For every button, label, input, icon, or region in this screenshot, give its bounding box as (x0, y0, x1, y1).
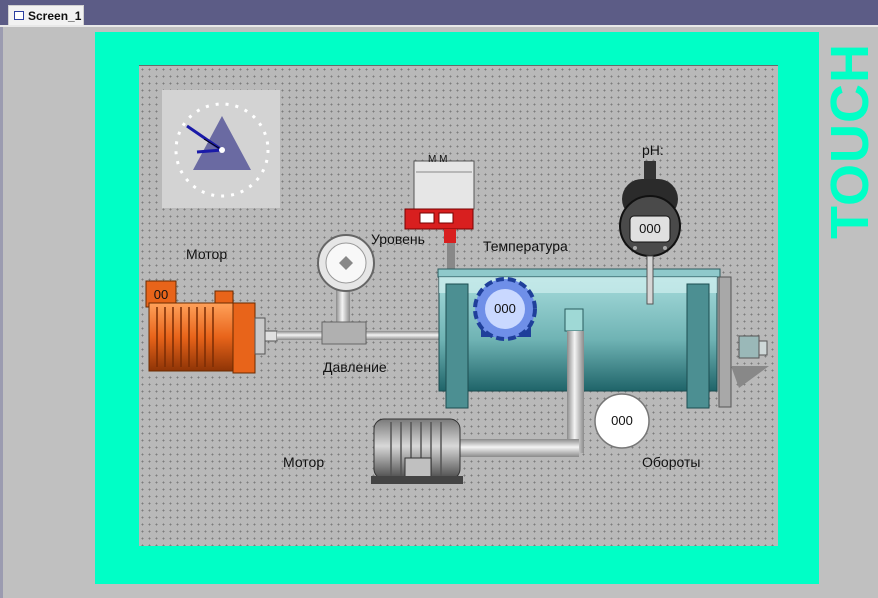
tank-outlet (564, 308, 584, 332)
motor-label-top: Мотор (186, 246, 228, 262)
left-border (0, 27, 3, 598)
screen-icon (14, 11, 24, 20)
rpm-label: Обороты (642, 454, 701, 470)
temperature-value-display[interactable]: 000 (494, 301, 516, 316)
tab-label: Screen_1 (28, 9, 82, 23)
temperature-sensor-icon (473, 277, 537, 341)
pump-motor-icon (145, 280, 278, 374)
pipe-vertical (567, 331, 584, 453)
motor-label-bottom: Мотор (283, 454, 325, 470)
title-bar: Screen_1 (0, 0, 878, 26)
pressure-gauge-icon (317, 234, 375, 345)
level-label: Уровень (371, 231, 425, 247)
tab-screen-1[interactable]: Screen_1 (8, 5, 84, 25)
rpm-value-display[interactable]: 000 (611, 413, 633, 428)
motor-value-display[interactable]: 00 (153, 287, 169, 302)
ph-label: pH: (642, 142, 664, 158)
ph-meter-icon (619, 161, 681, 305)
clock-icon (162, 90, 280, 208)
ph-value-display[interactable]: 000 (639, 221, 661, 236)
touch-watermark: TOUCH (820, 42, 878, 239)
hmi-screen-canvas: Мотор Уровень Температура pH: Давление М… (139, 65, 778, 546)
pressure-label: Давление (323, 359, 387, 375)
electric-motor-icon (371, 418, 463, 484)
temperature-label: Температура (483, 238, 568, 254)
process-diagram (145, 90, 769, 484)
valve-tag: M M (428, 154, 448, 165)
pipe-bottom (459, 439, 579, 457)
tab-divider (0, 25, 878, 27)
rpm-display-circle (594, 393, 650, 449)
level-sensor-icon (404, 160, 475, 293)
